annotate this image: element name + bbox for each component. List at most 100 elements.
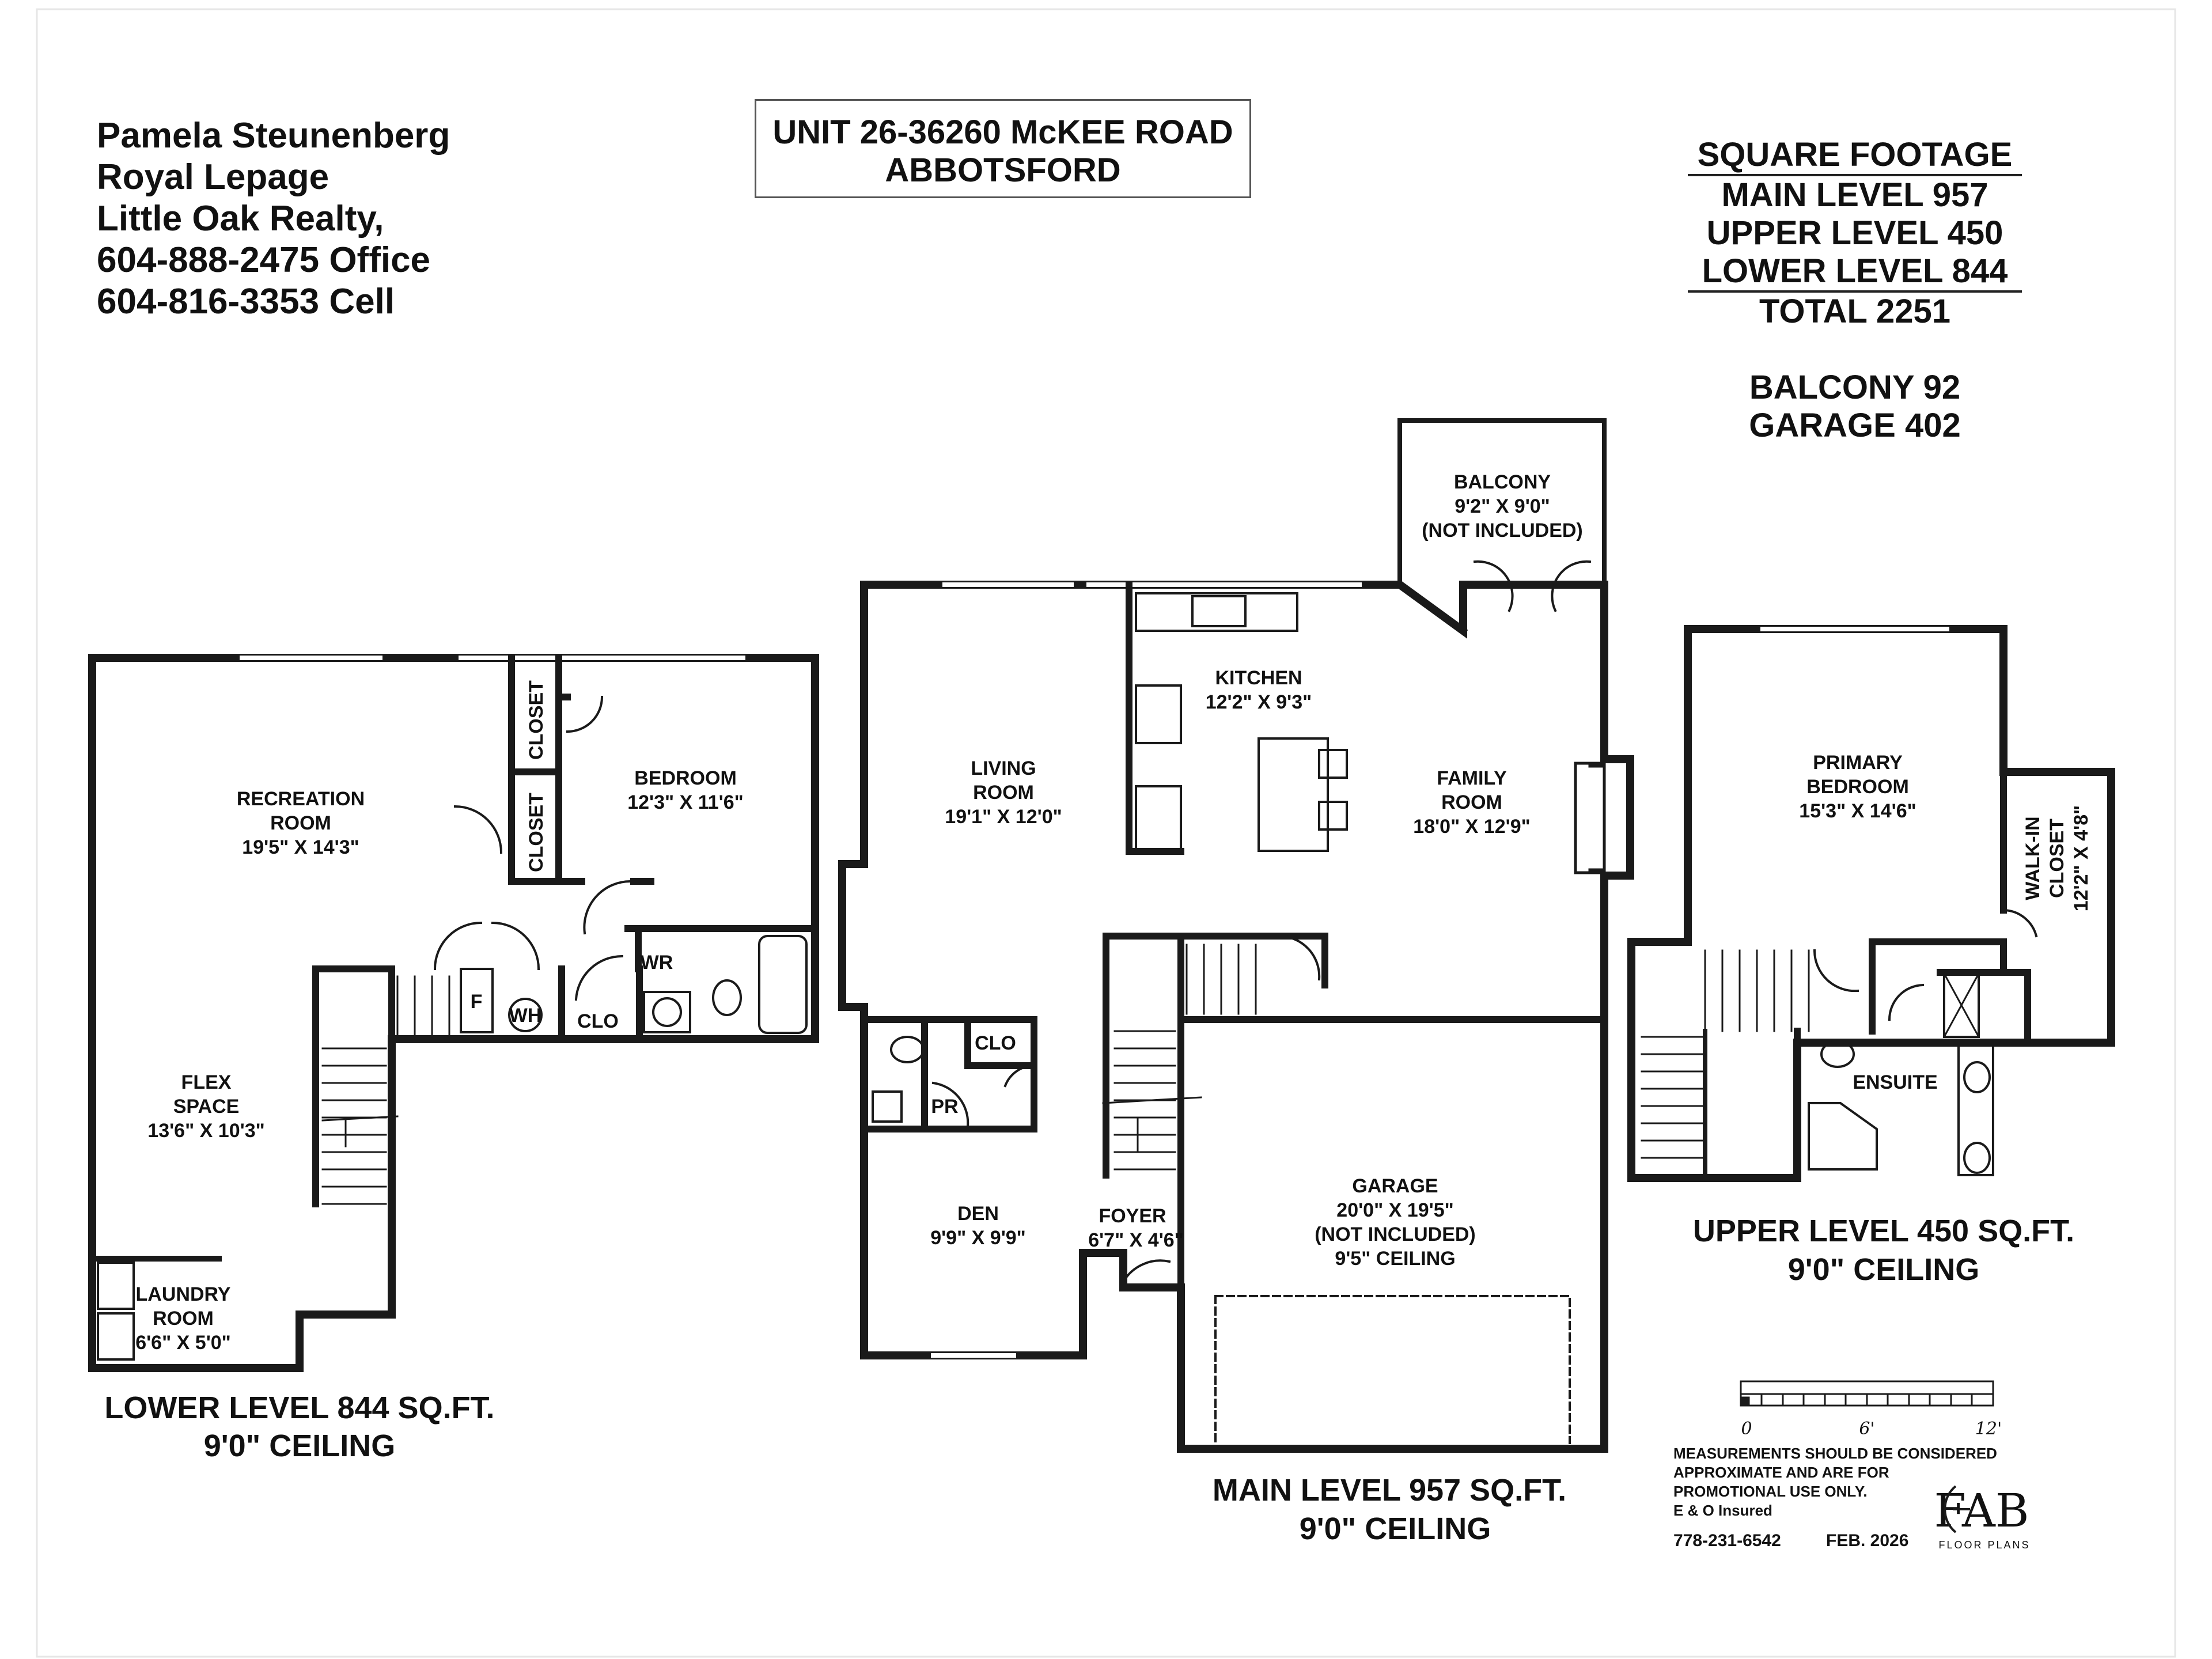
den-name: DEN (957, 1203, 999, 1225)
lower-sink-basin (652, 997, 682, 1027)
disclaimer-phone: 778-231-6542 (1673, 1531, 1781, 1550)
logo-swash (1944, 1485, 1970, 1533)
scale-label-6: 6' (1859, 1419, 1874, 1439)
family-dim: 18'0" X 12'9" (1413, 816, 1530, 838)
furnace-label: F (471, 991, 483, 1013)
logo-text: FAB (1934, 1484, 2029, 1537)
scale-bar-fill (1740, 1396, 1750, 1407)
main-stairs (1102, 944, 1257, 1171)
primary-name: PRIMARY (1813, 752, 1903, 774)
lower-clo-label: CLO (577, 1010, 619, 1032)
balcony-outline (1397, 418, 1607, 587)
walkin-name-2: CLOSET (2046, 819, 2068, 898)
fridge (1135, 785, 1182, 851)
logo-subtext: FLOOR PLANS (1938, 1539, 2030, 1551)
bedroom-name: BEDROOM (634, 767, 737, 789)
agent-info: Pamela Steunenberg Royal Lepage Little O… (97, 115, 450, 323)
lower-sink (643, 991, 691, 1033)
lower-bathtub (758, 935, 808, 1034)
kitchen-walls (1126, 581, 1184, 855)
kitchen-name: KITCHEN (1215, 667, 1302, 689)
main-level-plan (838, 418, 1634, 1453)
bedroom-walls (555, 694, 819, 932)
walkin-dim: 12'2" X 4'8" (2070, 805, 2092, 912)
vanity (1957, 1044, 1994, 1176)
disclaimer-line-2: APPROXIMATE AND ARE FOR (1673, 1464, 1889, 1481)
fab-logo: FAB FLOOR PLANS (1934, 1484, 2030, 1551)
square-footage-main: MAIN LEVEL 957 (1721, 176, 1988, 214)
balcony-corner-wall (1395, 579, 1468, 636)
garage-ceiling: 9'5" CEILING (1335, 1248, 1455, 1270)
family-name: FAMILY (1437, 767, 1507, 789)
laundry-name-2: ROOM (153, 1308, 214, 1330)
bedroom-dim: 12'3" X 11'6" (627, 791, 744, 813)
lower-level-ceiling: 9'0" CEILING (204, 1429, 396, 1463)
shower-stall (1943, 972, 1980, 1038)
bathroom-walls (558, 925, 643, 1043)
stool-1 (1318, 749, 1348, 779)
closet-a-label: CLOSET (525, 680, 547, 760)
agent-office-phone: 604-888-2475 Office (97, 240, 431, 280)
lower-level-outer-wall (88, 654, 819, 1372)
stool-2 (1318, 801, 1348, 831)
family-hall-walls (1103, 933, 1608, 1291)
main-level-outer-wall (838, 581, 1634, 1453)
foyer-name: FOYER (1099, 1205, 1166, 1227)
agent-name: Pamela Steunenberg (97, 116, 450, 156)
water-heater-label: WH (509, 1005, 542, 1027)
lower-level-stair-wall (312, 965, 395, 1207)
disclaimer-date: FEB. 2026 (1826, 1531, 1908, 1550)
address-line-2: ABBOTSFORD (885, 151, 1121, 189)
disclaimer-line-1: MEASUREMENTS SHOULD BE CONSIDERED (1673, 1445, 1997, 1462)
upper-level-ceiling: 9'0" CEILING (1788, 1252, 1980, 1287)
garage-door (1214, 1295, 1571, 1444)
agent-cell-phone: 604-816-3353 Cell (97, 282, 395, 321)
laundry-dim: 6'6" X 5'0" (135, 1332, 231, 1354)
family-name-2: ROOM (1441, 791, 1502, 813)
flex-dim: 13'6" X 10'3" (147, 1120, 264, 1142)
kitchen-island (1257, 737, 1329, 852)
kitchen-stove (1135, 684, 1182, 744)
upper-stairs (1641, 949, 1810, 1180)
lower-stairs (321, 975, 450, 1205)
balcony-name: BALCONY (1454, 471, 1551, 493)
scale-label-12: 12' (1975, 1419, 2002, 1439)
agent-office-name: Little Oak Realty, (97, 199, 384, 238)
wr-label: WR (641, 952, 673, 974)
garage-name: GARAGE (1352, 1175, 1438, 1197)
lower-door-swings (433, 695, 632, 1001)
powder-sink (872, 1090, 903, 1123)
walkin-name: WALK-IN (2022, 816, 2044, 900)
square-footage-heading: SQUARE FOOTAGE (1688, 136, 2022, 176)
living-name-2: ROOM (973, 782, 1034, 804)
balcony-note: (NOT INCLUDED) (1422, 520, 1583, 541)
living-dim: 19'1" X 12'0" (945, 806, 1062, 828)
closet-b-label: CLOSET (525, 793, 547, 872)
flex-name-2: SPACE (173, 1096, 240, 1118)
den-dim: 9'9" X 9'9" (930, 1227, 1026, 1249)
agent-brokerage: Royal Lepage (97, 157, 329, 197)
garage-dim: 20'0" X 19'5" (1336, 1199, 1453, 1221)
den-pr-walls (861, 1016, 1037, 1132)
lower-level-title: LOWER LEVEL 844 SQ.FT. (104, 1391, 494, 1425)
kitchen-sink (1191, 595, 1247, 627)
scale-bar-ticks (1741, 1393, 1993, 1406)
upper-door-swings (1813, 908, 2038, 1021)
primary-name-2: BEDROOM (1806, 776, 1909, 798)
laundry-name: LAUNDRY (136, 1283, 231, 1305)
corner-tub (1808, 1102, 1878, 1171)
square-footage-total: TOTAL 2251 (1759, 293, 1951, 330)
ensuite-label: ENSUITE (1853, 1071, 1937, 1093)
fireplace (1574, 762, 1606, 874)
upper-level-title: UPPER LEVEL 450 SQ.FT. (1693, 1214, 2074, 1248)
laundry-dryer (97, 1312, 135, 1361)
vanity-sink-1 (1963, 1061, 1991, 1093)
scale-label-0: 0 (1741, 1419, 1752, 1439)
square-footage-balcony: BALCONY 92 (1749, 369, 1961, 406)
garage-note: (NOT INCLUDED) (1315, 1224, 1476, 1245)
powder-toilet (890, 1036, 925, 1063)
kitchen-dim: 12'2" X 9'3" (1206, 691, 1312, 713)
square-footage-summary: SQUARE FOOTAGE MAIN LEVEL 957 UPPER LEVE… (1688, 136, 2022, 445)
